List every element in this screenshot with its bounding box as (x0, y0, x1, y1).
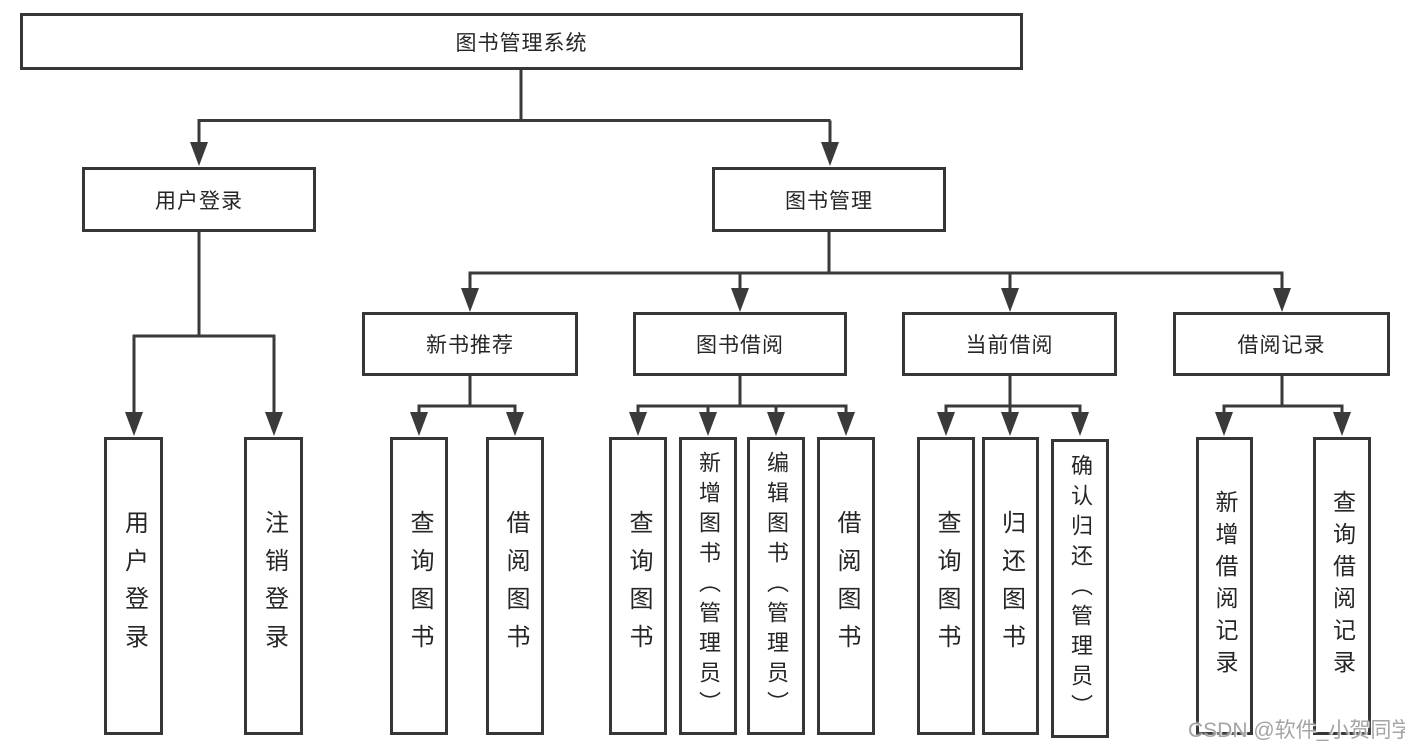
leaf-borrow-query-books-label: 查询图书 (625, 510, 652, 662)
leaf-borrow-edit-books-admin: 编辑图书（管理员） (747, 437, 805, 735)
leaf-borrow-borrow-books: 借阅图书 (817, 437, 875, 735)
leaf-current-confirm-return-admin: 确认归还（管理员） (1051, 439, 1109, 738)
node-new-book-recommend: 新书推荐 (362, 312, 578, 376)
leaf-current-return-books: 归还图书 (982, 437, 1039, 735)
leaf-recommend-borrow-books: 借阅图书 (486, 437, 544, 735)
leaf-recommend-borrow-books-label: 借阅图书 (502, 510, 529, 662)
leaf-logout-login-label: 注销登录 (260, 510, 288, 662)
watermark: CSDN @软件_小贺同学 (1188, 719, 1405, 742)
leaf-records-add-borrow-record-label: 新增借阅记录 (1212, 490, 1238, 682)
leaf-logout-login: 注销登录 (244, 437, 303, 735)
leaf-records-query-borrow-record: 查询借阅记录 (1313, 437, 1371, 735)
leaf-current-return-books-label: 归还图书 (997, 510, 1025, 662)
leaf-user-login: 用户登录 (104, 437, 163, 735)
node-current-borrow: 当前借阅 (902, 312, 1117, 376)
node-current-borrow-label: 当前借阅 (965, 334, 1054, 357)
node-borrow-records: 借阅记录 (1173, 312, 1390, 376)
node-root-label: 图书管理系统 (455, 31, 588, 55)
node-user-login: 用户登录 (82, 167, 316, 232)
leaf-user-login-label: 用户登录 (120, 510, 148, 662)
leaf-records-add-borrow-record: 新增借阅记录 (1196, 437, 1253, 735)
node-book-management-label: 图书管理 (785, 189, 873, 213)
node-book-borrow: 图书借阅 (633, 312, 847, 376)
node-book-borrow-label: 图书借阅 (696, 334, 784, 357)
leaf-records-query-borrow-record-label: 查询借阅记录 (1329, 490, 1356, 682)
leaf-recommend-query-books-label: 查询图书 (406, 510, 433, 662)
leaf-current-query-books: 查询图书 (917, 437, 975, 735)
node-new-book-recommend-label: 新书推荐 (426, 334, 514, 357)
node-borrow-records-label: 借阅记录 (1237, 334, 1326, 357)
leaf-borrow-borrow-books-label: 借阅图书 (833, 510, 860, 662)
node-user-login-label: 用户登录 (155, 189, 243, 213)
leaf-current-query-books-label: 查询图书 (933, 510, 960, 662)
leaf-borrow-add-books-admin-label: 新增图书（管理员） (696, 451, 721, 721)
leaf-borrow-edit-books-admin-label: 编辑图书（管理员） (764, 451, 789, 721)
leaf-borrow-query-books: 查询图书 (609, 437, 667, 735)
leaf-borrow-add-books-admin: 新增图书（管理员） (679, 437, 737, 735)
leaf-current-confirm-return-admin-label: 确认归还（管理员） (1068, 453, 1093, 724)
leaf-recommend-query-books: 查询图书 (390, 437, 448, 735)
node-root: 图书管理系统 (20, 13, 1023, 70)
node-book-management: 图书管理 (712, 167, 946, 232)
